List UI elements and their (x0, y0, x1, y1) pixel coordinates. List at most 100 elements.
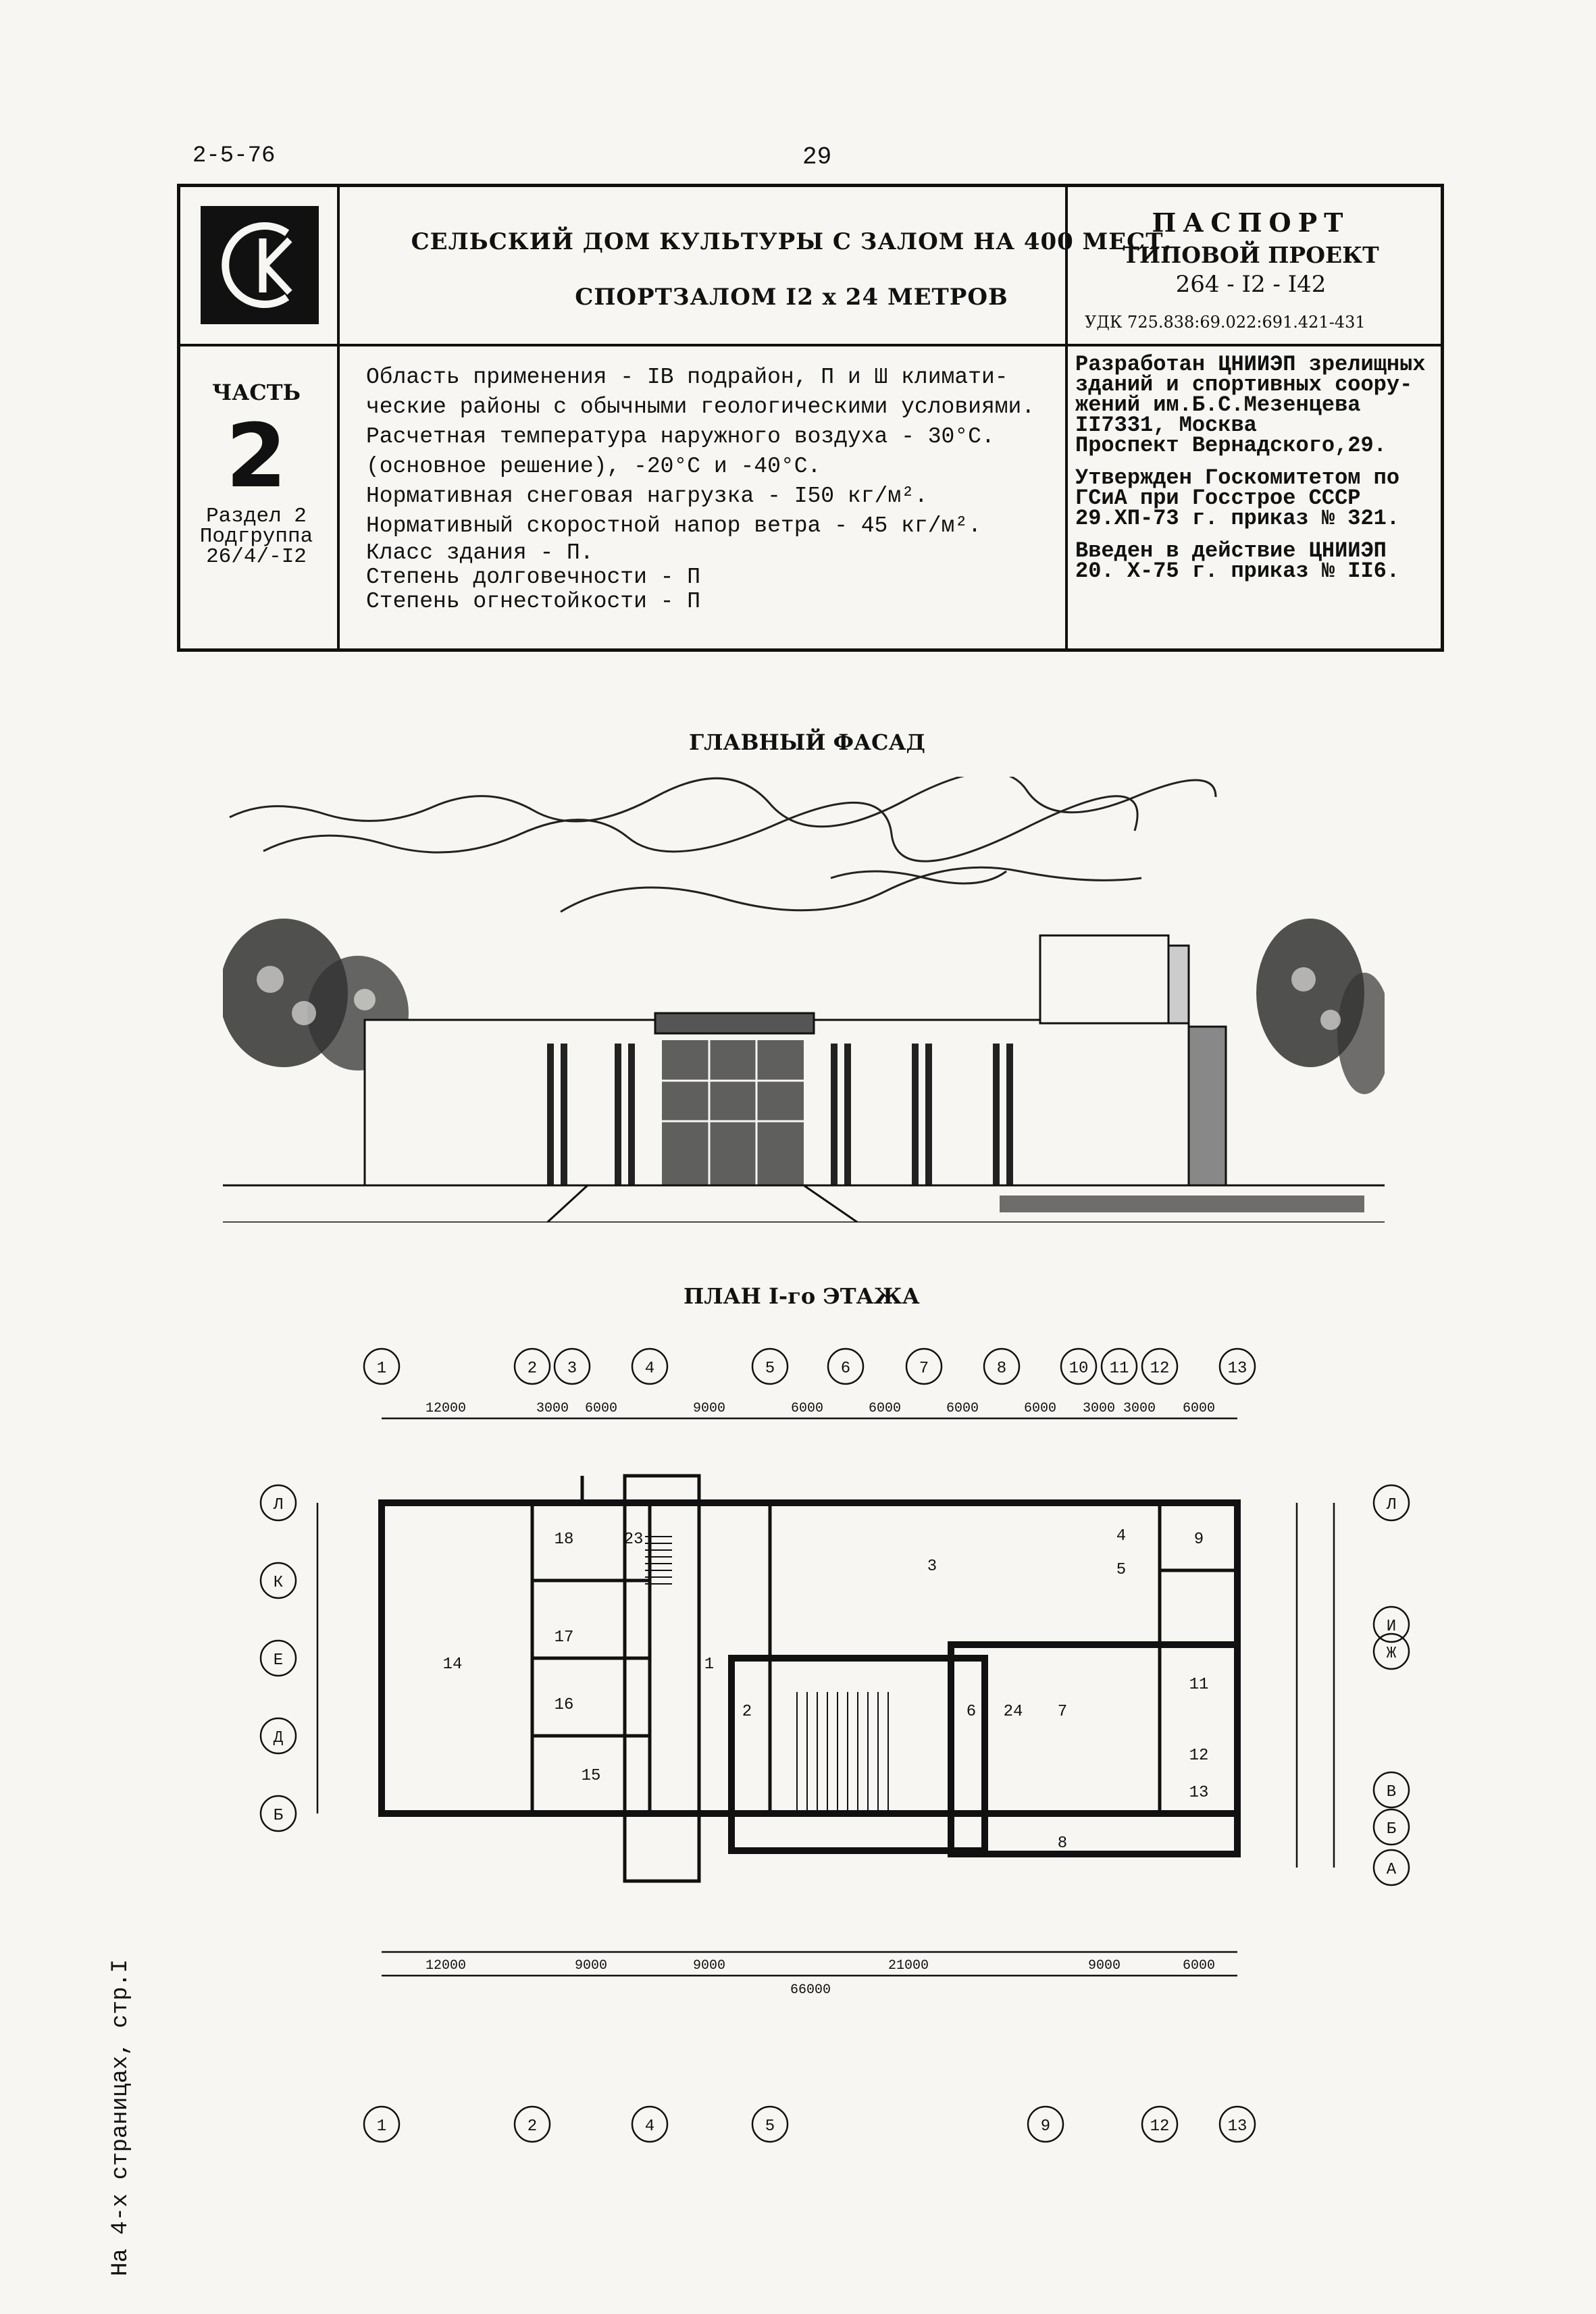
svg-text:9000: 9000 (693, 1401, 725, 1416)
svg-text:6000: 6000 (1183, 1401, 1215, 1416)
svg-text:14: 14 (443, 1655, 463, 1674)
svg-text:5: 5 (765, 2117, 775, 2136)
svg-text:Ж: Ж (1387, 1645, 1397, 1663)
developer-block: Разработан ЦНИИЭП зрелищных зданий и спо… (1075, 352, 1440, 594)
subgroup-code: 26/4/-I2 (206, 545, 307, 569)
subgroup-label: Подгруппа (199, 525, 313, 548)
plan-caption: ПЛАН I-го ЭТАЖА (684, 1283, 920, 1309)
svg-text:3000: 3000 (536, 1401, 569, 1416)
svg-text:1: 1 (377, 2117, 386, 2136)
developer-line: II7331, Москва (1075, 413, 1257, 438)
svg-text:2: 2 (527, 2117, 537, 2136)
spec-line: Степень долговечности - П (366, 565, 701, 590)
svg-text:5: 5 (1116, 1561, 1126, 1579)
svg-text:17: 17 (555, 1628, 574, 1647)
spec-line: Расчетная температура наружного воздуха … (366, 424, 995, 449)
developer-line: Проспект Вернадского,29. (1075, 433, 1387, 458)
svg-text:12: 12 (1189, 1747, 1209, 1765)
udk-code: УДК 725.838:69.022:691.421-431 (1085, 313, 1366, 332)
svg-text:Б: Б (1387, 1820, 1396, 1839)
svg-text:12000: 12000 (426, 1401, 466, 1416)
svg-text:2: 2 (527, 1360, 537, 1378)
svg-text:4: 4 (1116, 1527, 1126, 1545)
svg-text:6000: 6000 (1183, 1958, 1215, 1974)
spec-line: Нормативный скоростной напор ветра - 45 … (366, 513, 981, 538)
svg-text:Д: Д (274, 1729, 284, 1747)
svg-text:7: 7 (1058, 1703, 1067, 1721)
document-code: 2-5-76 (192, 143, 276, 169)
facade-drawing (223, 777, 1385, 1223)
introduced-line: 20. X-75 г. приказ № II6. (1075, 559, 1400, 584)
svg-text:11: 11 (1110, 1360, 1129, 1378)
introduced-line: Введен в действие ЦНИИЭП (1075, 538, 1387, 563)
spec-line: Нормативная снеговая нагрузка - I50 кг/м… (366, 484, 928, 509)
project-type: ТИПОВОЙ ПРОЕКТ (1123, 242, 1379, 268)
svg-text:А: А (1387, 1861, 1397, 1879)
svg-text:21000: 21000 (888, 1958, 929, 1974)
svg-text:2: 2 (742, 1703, 752, 1721)
svg-text:1: 1 (377, 1360, 386, 1378)
part-label: ЧАСТЬ (212, 380, 301, 405)
svg-text:13: 13 (1228, 1360, 1247, 1378)
passport-table: СЕЛЬСКИЙ ДОМ КУЛЬТУРЫ С ЗАЛОМ НА 400 МЕС… (177, 184, 1444, 652)
svg-text:8: 8 (997, 1360, 1006, 1378)
spec-line: Степень огнестойкости - П (366, 589, 701, 614)
passport-block: ПАСПОРТ ТИПОВОЙ ПРОЕКТ 264 - I2 - I42 УД… (1069, 207, 1433, 332)
project-title: СЕЛЬСКИЙ ДОМ КУЛЬТУРЫ С ЗАЛОМ НА 400 МЕС… (342, 214, 1241, 325)
spec-line: Область применения - IВ подрайон, П и Ш … (366, 365, 1008, 390)
developer-line: зданий и спортивных соору- (1075, 372, 1413, 397)
svg-text:9000: 9000 (693, 1958, 725, 1974)
svg-text:6000: 6000 (946, 1401, 979, 1416)
svg-text:13: 13 (1228, 2117, 1247, 2136)
title-line-1: СЕЛЬСКИЙ ДОМ КУЛЬТУРЫ С ЗАЛОМ НА 400 МЕС… (411, 228, 1173, 255)
svg-text:13: 13 (1189, 1784, 1209, 1802)
svg-text:6000: 6000 (1024, 1401, 1056, 1416)
svg-text:И: И (1387, 1618, 1396, 1636)
svg-text:3: 3 (567, 1360, 577, 1378)
approved-line: ГСиА при Госстрое СССР (1075, 486, 1361, 511)
svg-text:18: 18 (555, 1531, 574, 1549)
svg-text:7: 7 (919, 1360, 929, 1378)
svg-text:9000: 9000 (575, 1958, 607, 1974)
svg-text:6000: 6000 (791, 1401, 823, 1416)
spec-line: ческие районы с обычными геологическими … (366, 394, 1035, 419)
svg-text:Л: Л (1386, 1496, 1396, 1514)
svg-text:Е: Е (274, 1651, 283, 1670)
approved-line: Утвержден Госкомитетом по (1075, 465, 1400, 490)
svg-text:6: 6 (967, 1703, 976, 1721)
section-label: Раздел 2 (206, 505, 307, 528)
spec-line: (основное решение), -20°С и -40°С. (366, 454, 821, 479)
svg-text:12: 12 (1150, 1360, 1170, 1378)
svg-text:4: 4 (645, 2117, 654, 2136)
svg-text:9000: 9000 (1088, 1958, 1121, 1974)
part-number: 2 (226, 405, 287, 507)
sk-logo (201, 206, 319, 324)
svg-text:16: 16 (555, 1696, 574, 1714)
page-count-note: На 4-х страницах, стр.I (108, 1959, 134, 2276)
project-number: 264 - I2 - I42 (1175, 271, 1327, 298)
svg-text:Л: Л (273, 1496, 283, 1514)
spec-line: Класс здания - П. (366, 540, 594, 565)
svg-text:К: К (274, 1574, 283, 1592)
svg-text:Б: Б (274, 1807, 283, 1825)
svg-text:В: В (1387, 1783, 1396, 1801)
svg-text:6000: 6000 (869, 1401, 901, 1416)
spec-list: Область применения - IВ подрайон, П и Ш … (366, 363, 1237, 614)
svg-text:10: 10 (1069, 1360, 1089, 1378)
svg-text:9: 9 (1194, 1531, 1204, 1549)
svg-text:9: 9 (1041, 2117, 1050, 2136)
svg-text:11: 11 (1189, 1676, 1209, 1694)
developer-line: Разработан ЦНИИЭП зрелищных (1075, 352, 1426, 377)
svg-text:3000: 3000 (1083, 1401, 1115, 1416)
svg-text:24: 24 (1004, 1703, 1023, 1721)
svg-text:23: 23 (624, 1531, 644, 1549)
svg-text:3: 3 (927, 1558, 937, 1576)
svg-text:6: 6 (841, 1360, 850, 1378)
svg-text:12: 12 (1150, 2117, 1170, 2136)
svg-text:66000: 66000 (790, 1982, 831, 1998)
svg-text:5: 5 (765, 1360, 775, 1378)
svg-text:12000: 12000 (426, 1958, 466, 1974)
facade-caption: ГЛАВНЫЙ ФАСАД (689, 729, 925, 755)
svg-text:6000: 6000 (585, 1401, 617, 1416)
